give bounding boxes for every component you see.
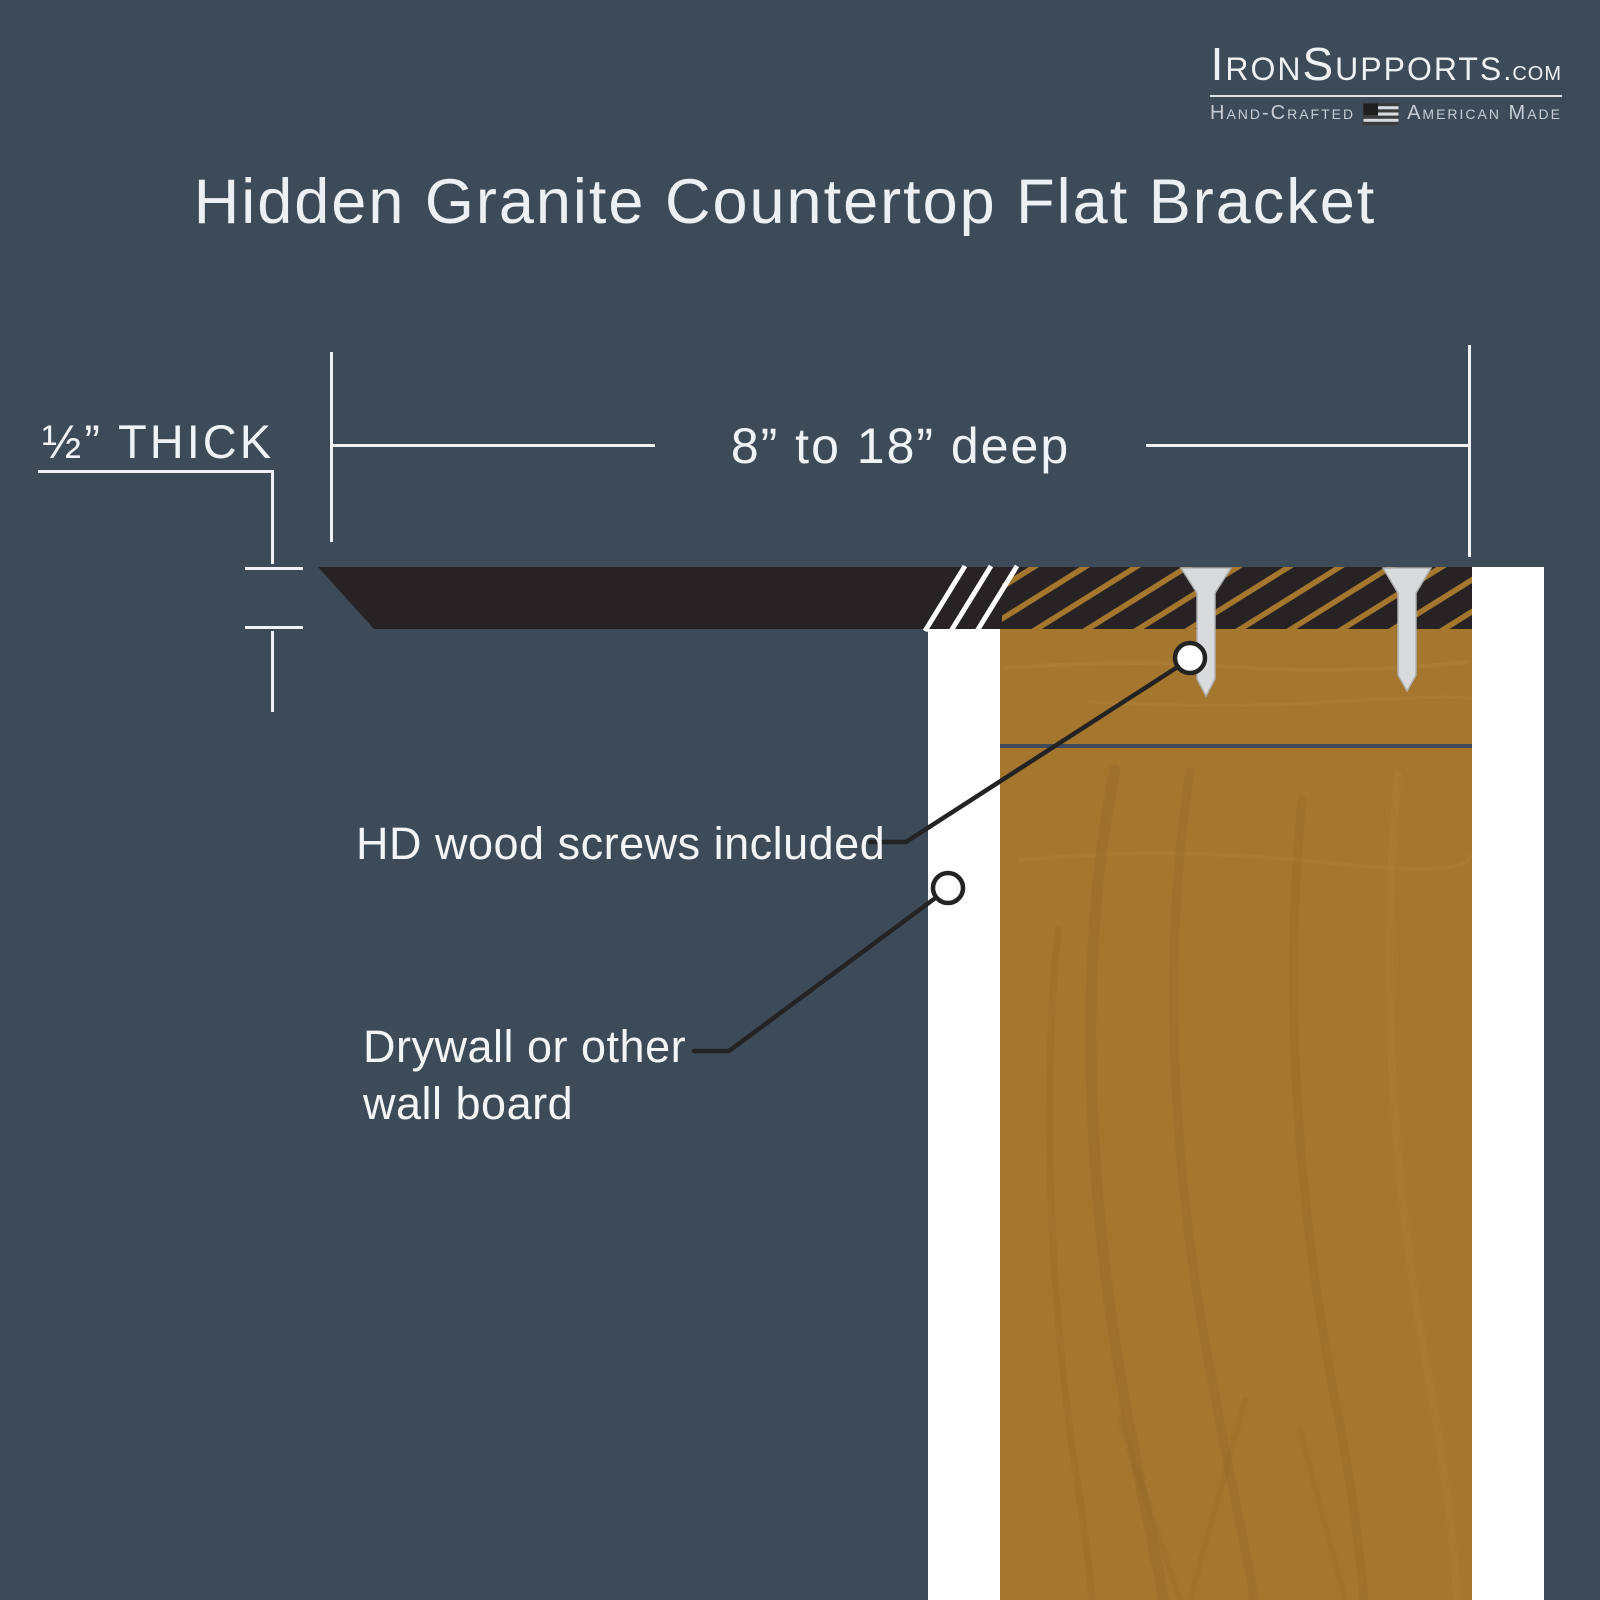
callout-leaders: [691, 640, 1208, 1054]
brand-logo: IronSupports.com Hand-Crafted American M…: [1210, 41, 1562, 125]
tagline-american-made: American Made: [1407, 102, 1562, 124]
drywall-panel-right: [1472, 567, 1544, 1600]
logo-underline: [1210, 95, 1562, 97]
depth-dimension-label: 8” to 18” deep: [730, 418, 1071, 474]
page-title: Hidden Granite Countertop Flat Bracket: [193, 167, 1377, 237]
dimension-lines: [38, 345, 1471, 712]
wood-screw-1: [1179, 567, 1233, 698]
brand-name-text: IronSupports: [1210, 38, 1504, 90]
wood-screw-2: [1381, 567, 1433, 693]
wood-stud: [1000, 629, 1472, 1600]
thickness-dimension-label: ½” THICK: [42, 415, 275, 468]
bracket-wall-entry-hatch: [922, 564, 1020, 633]
drywall-panel-left: [928, 629, 1000, 1600]
tagline-hand-crafted: Hand-Crafted: [1210, 102, 1356, 124]
logo-tagline: Hand-Crafted American Made: [1210, 102, 1562, 125]
brand-name: IronSupports.com: [1210, 41, 1562, 93]
drywall-callout-circle: [930, 870, 966, 906]
stud-joint-line: [1000, 744, 1472, 748]
screws-callout-label: HD wood screws included: [356, 818, 886, 869]
us-flag-icon: [1363, 102, 1400, 125]
brand-suffix: .com: [1503, 55, 1562, 87]
screws-leader-line: [867, 665, 1179, 845]
wood-grain: [1003, 660, 1472, 1600]
drywall-callout-label: Drywall or other wall board: [363, 1018, 686, 1132]
drywall-leader-line: [691, 896, 937, 1054]
screws-callout-circle: [1172, 640, 1208, 676]
drywall-callout-line1: Drywall or other: [363, 1021, 687, 1072]
drywall-callout-line2: wall board: [363, 1078, 574, 1129]
